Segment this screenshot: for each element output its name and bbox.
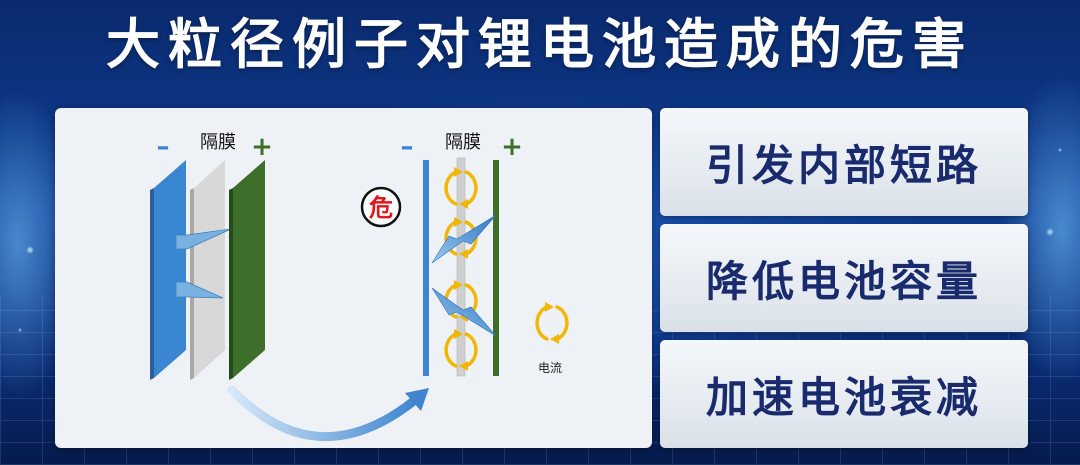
hazard-label: 引发内部短路 — [705, 140, 982, 190]
negative-electrode — [423, 160, 429, 376]
diagram-panel: – 隔膜 + — [55, 108, 652, 448]
curved-arrow-head — [405, 388, 429, 411]
plate-front-face — [233, 160, 265, 378]
plate-side-face — [229, 188, 233, 380]
separator-label: 隔膜 — [200, 132, 236, 153]
separator-puncture-diagram: – 隔膜 + — [150, 132, 569, 441]
lightning-icon — [431, 287, 497, 337]
loop-arrowhead — [454, 329, 463, 339]
curved-arrow-icon — [227, 385, 429, 441]
particle — [175, 228, 232, 250]
hazard-list: 引发内部短路 降低电池容量 加速电池衰减 — [660, 108, 1028, 448]
plate-front-face — [194, 160, 225, 378]
positive-electrode — [493, 160, 499, 376]
plate-front-face — [154, 160, 186, 378]
danger-badge-icon: 危 — [360, 186, 402, 228]
large-particles — [175, 228, 232, 299]
negative-electrode-plate — [150, 160, 186, 380]
hazard-label: 加速电池衰减 — [705, 372, 982, 422]
plate-side-face — [150, 188, 154, 380]
curved-arrow-shaft — [227, 385, 420, 441]
positive-label: + — [251, 132, 273, 162]
circular-arrow-icon — [444, 329, 478, 371]
negative-label: – — [157, 132, 170, 162]
particle — [175, 281, 224, 299]
loop-arc — [444, 170, 458, 206]
loop-arc — [535, 305, 549, 341]
positive-label: + — [501, 132, 523, 162]
page-title: 大粒径例子对锂电池造成的危害 — [106, 13, 974, 76]
loop-arc — [464, 332, 478, 368]
positive-electrode-plate — [229, 160, 265, 380]
loop-arrowhead — [545, 302, 554, 312]
current-label: 电流 — [538, 361, 562, 375]
loop-arrowhead — [459, 199, 468, 209]
danger-label: 危 — [369, 194, 393, 222]
separator — [456, 157, 466, 377]
loop-arrowhead — [454, 167, 463, 177]
loop-arrowhead — [550, 334, 559, 344]
loop-arrowhead — [454, 280, 463, 290]
circular-arrow-icon — [535, 302, 569, 344]
hazard-box-capacity-loss: 降低电池容量 — [660, 224, 1028, 332]
separator-plate — [190, 160, 225, 380]
cell-before: – 隔膜 + — [150, 132, 273, 380]
loop-arc — [444, 220, 458, 256]
danger-badge-ring — [360, 186, 402, 228]
hazard-box-short-circuit: 引发内部短路 — [660, 108, 1028, 216]
cell-after: – 隔膜 + — [360, 132, 523, 377]
loop-arc — [444, 332, 458, 368]
loop-arrowhead — [454, 217, 463, 227]
loop-arrowhead — [459, 361, 468, 371]
hazard-label: 降低电池容量 — [705, 256, 982, 306]
loop-arc — [555, 305, 569, 341]
negative-label: – — [401, 132, 414, 162]
loop-arrowhead — [459, 249, 468, 259]
loop-arc — [464, 170, 478, 206]
hazard-box-accelerated-decay: 加速电池衰减 — [660, 340, 1028, 448]
circular-arrow-icon — [444, 167, 478, 209]
lightning-icon — [431, 214, 497, 264]
separator-label: 隔膜 — [445, 132, 481, 153]
current-legend: 电流 — [535, 302, 569, 375]
